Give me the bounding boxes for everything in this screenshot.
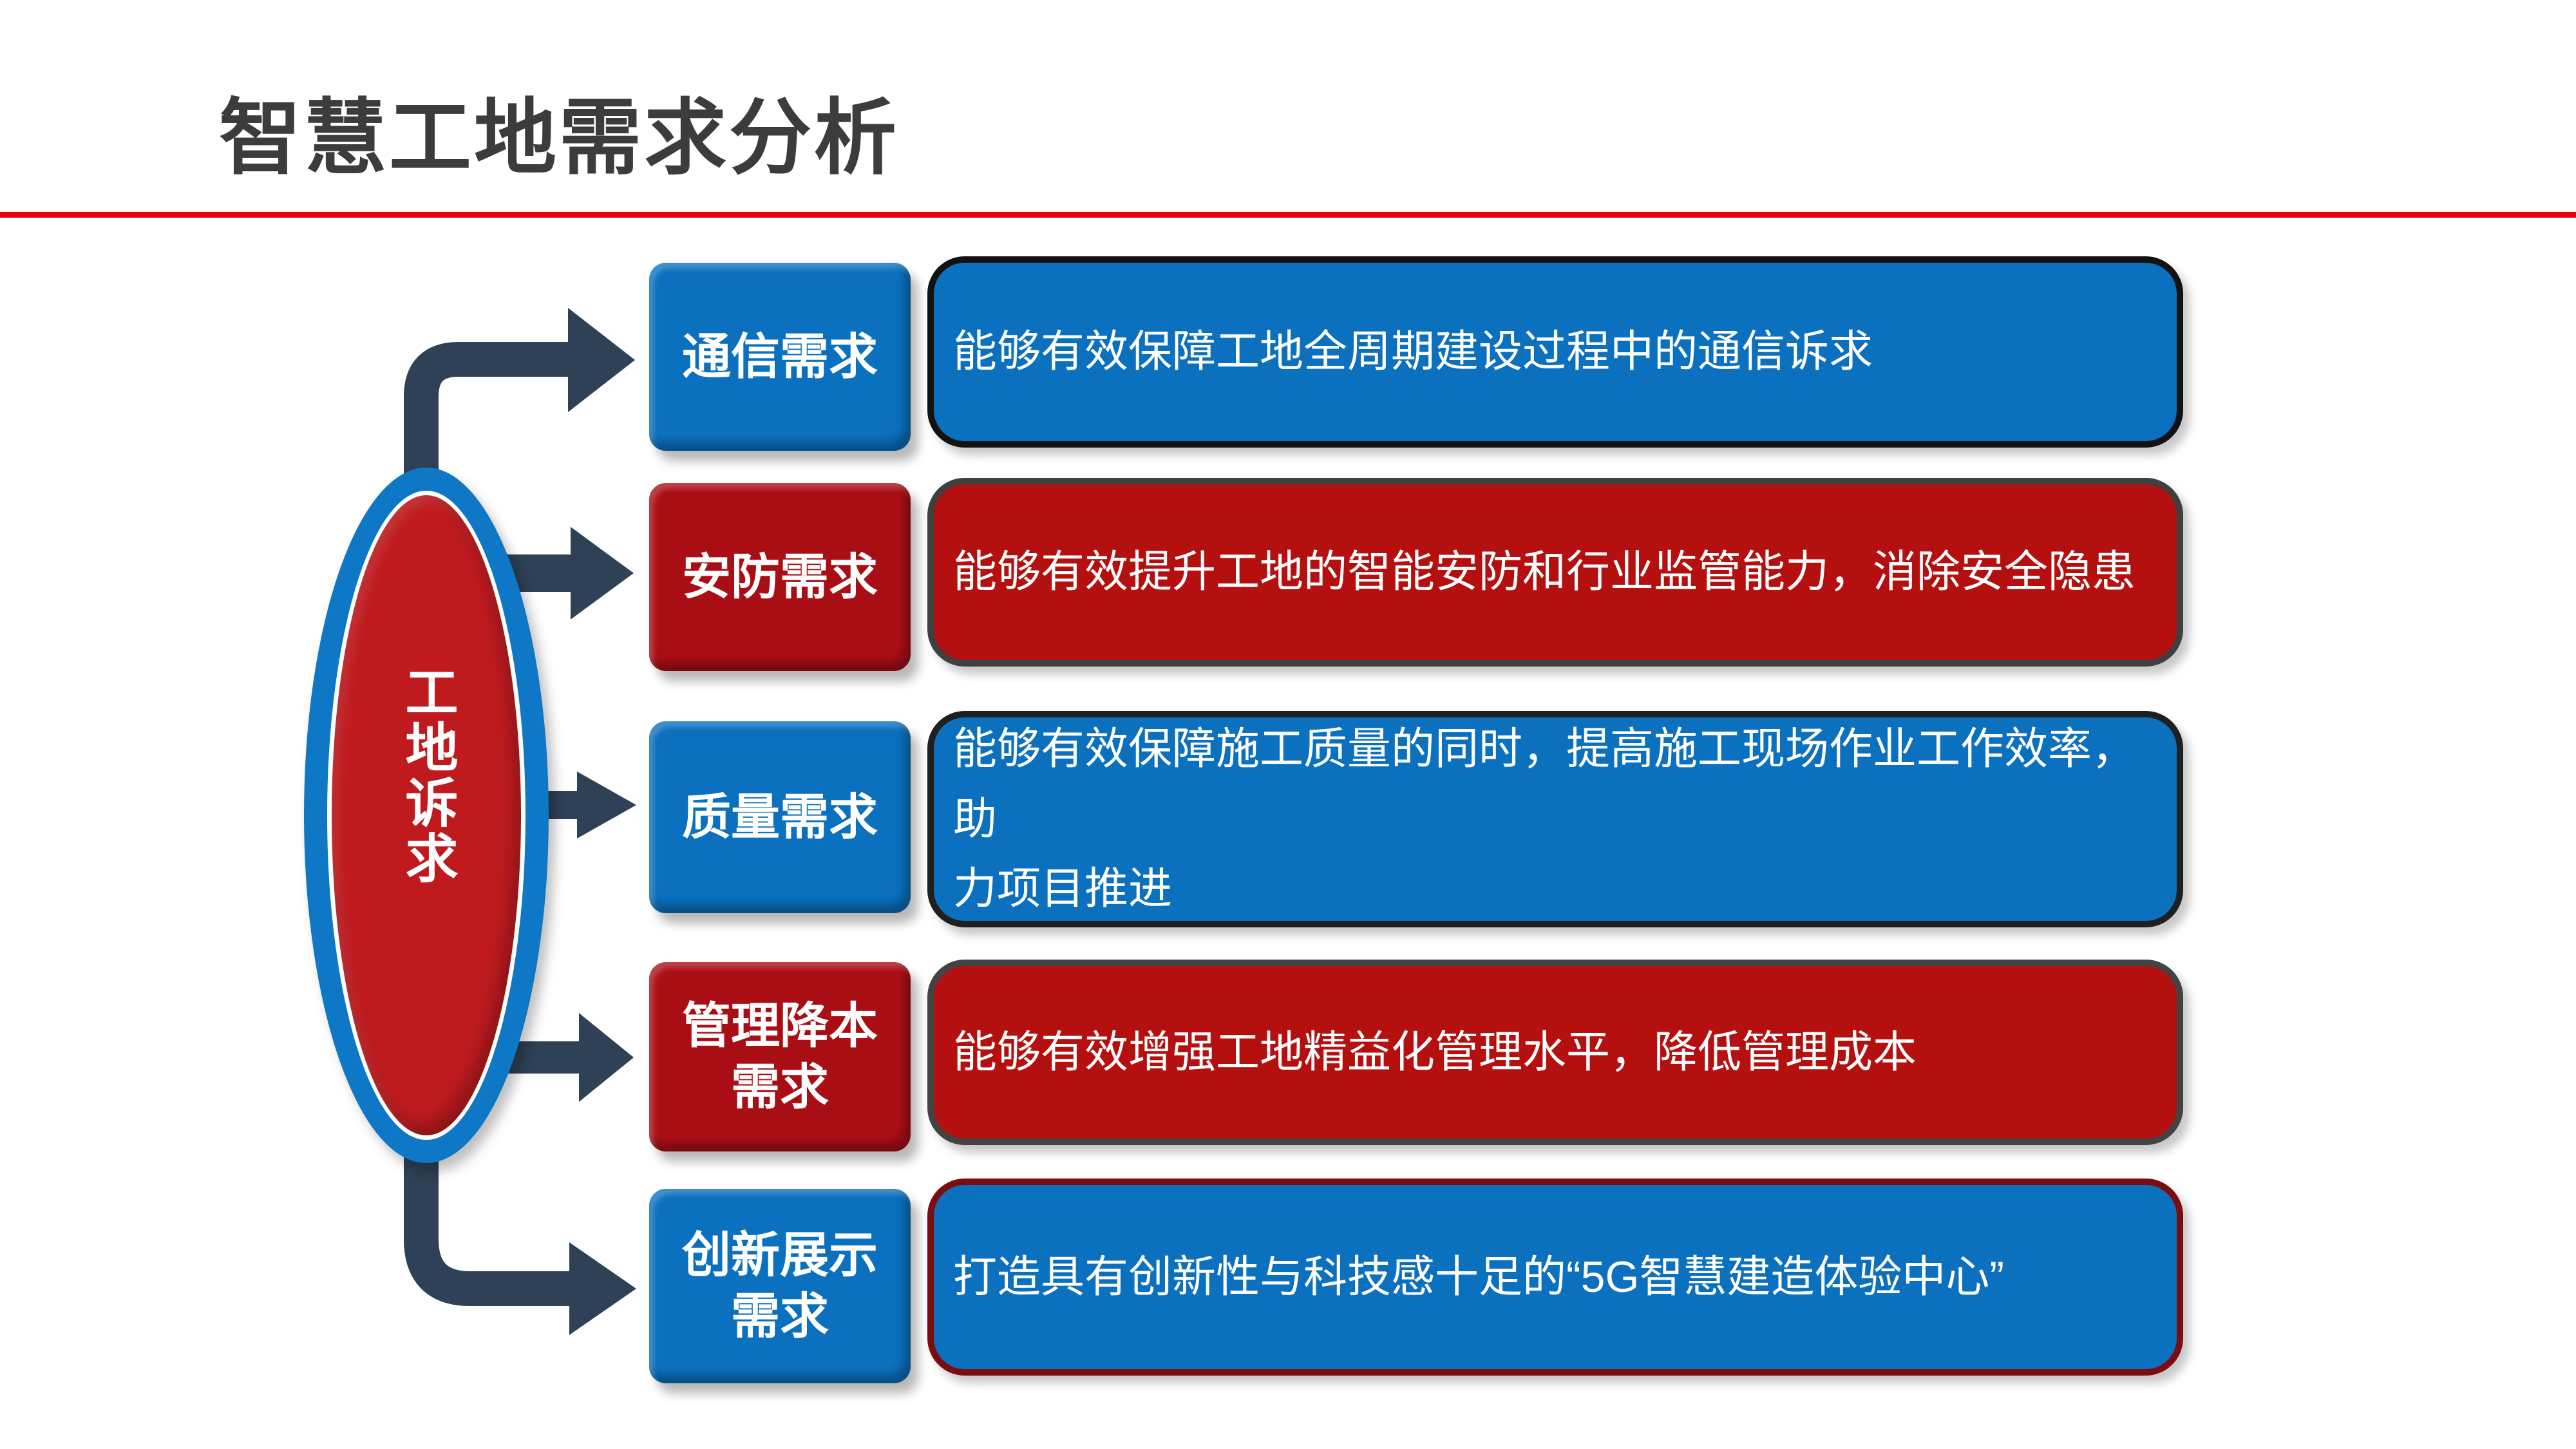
label-box-communication: 通信需求: [649, 263, 911, 451]
label-box-quality: 质量需求: [649, 721, 911, 913]
desc-box-innovation-display: 打造具有创新性与科技感十足的“5G智慧建造体验中心”: [927, 1179, 2183, 1376]
title-accent-rule: [0, 212, 2576, 218]
desc-box-quality: 能够有效保障施工质量的同时，提高施工现场作业工作效率，助 力项目推进: [927, 711, 2183, 927]
hub-ellipse-inner: 工地诉求: [327, 491, 526, 1140]
hub-label: 工地诉求: [397, 665, 456, 886]
desc-box-security: 能够有效提升工地的智能安防和行业监管能力，消除安全隐患: [927, 478, 2183, 667]
desc-box-communication: 能够有效保障工地全周期建设过程中的通信诉求: [927, 256, 2183, 448]
label-box-security: 安防需求: [649, 483, 911, 671]
label-box-innovation-display: 创新展示 需求: [649, 1189, 911, 1383]
elbow-arrow-top: [404, 308, 635, 515]
elbow-arrow-bottom: [404, 1146, 636, 1335]
label-box-cost-reduction: 管理降本 需求: [649, 962, 911, 1151]
page-title: 智慧工地需求分析: [219, 92, 900, 184]
desc-box-cost-reduction: 能够有效增强工地精益化管理水平，降低管理成本: [927, 960, 2183, 1145]
hub-ellipse: 工地诉求: [304, 468, 549, 1163]
